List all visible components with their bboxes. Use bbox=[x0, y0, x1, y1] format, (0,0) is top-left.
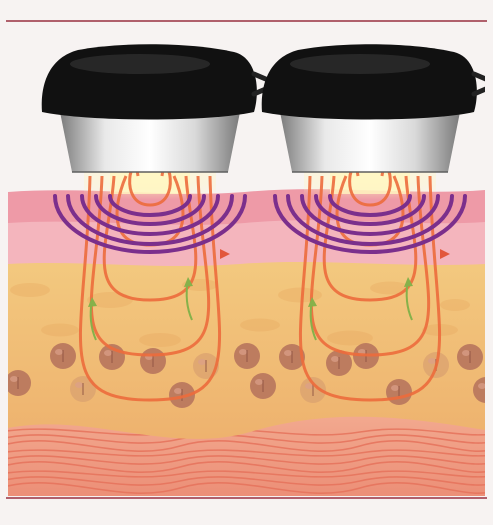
probe-metal-head bbox=[280, 112, 460, 172]
fat-cell bbox=[457, 344, 483, 370]
probe-cap-highlight bbox=[70, 54, 210, 74]
probe-metal-head bbox=[60, 112, 240, 172]
fat-cell bbox=[50, 343, 76, 369]
fat-cell bbox=[5, 370, 31, 396]
fat-cell bbox=[250, 373, 276, 399]
fat-lobule bbox=[10, 283, 50, 297]
fat-lobule bbox=[41, 324, 79, 337]
fat-lobule bbox=[240, 319, 280, 332]
fat-lobule bbox=[278, 288, 322, 303]
fat-lobule bbox=[440, 299, 470, 311]
fat-lobule bbox=[139, 333, 181, 347]
probe-cap-highlight bbox=[290, 54, 430, 74]
fat-cell bbox=[234, 343, 260, 369]
fat-cell bbox=[386, 379, 412, 405]
fat-cell bbox=[140, 348, 166, 374]
fat-cell bbox=[70, 376, 96, 402]
